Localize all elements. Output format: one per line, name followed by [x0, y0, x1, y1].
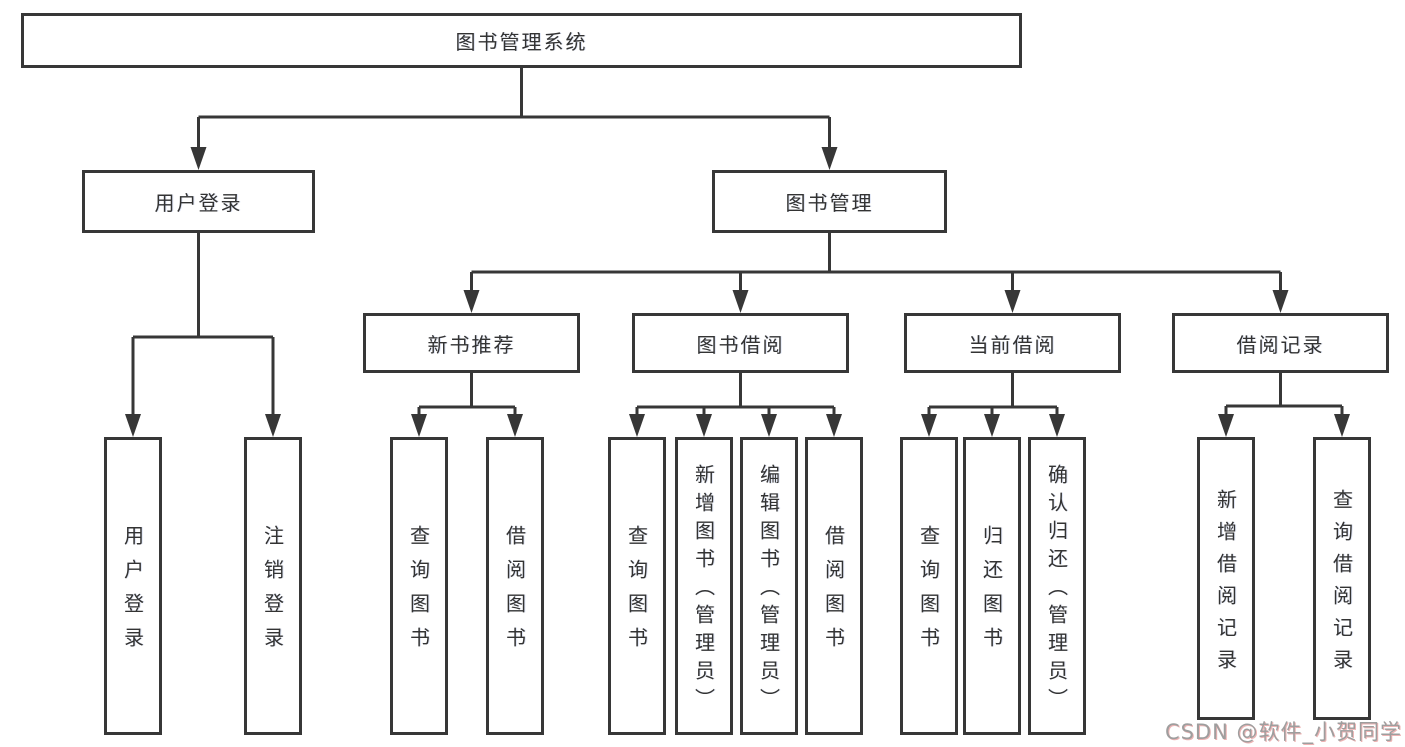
leaf-confirm-return-admin: 确认归还（管理员）: [1028, 437, 1086, 735]
connector-records-to-leaves: [1218, 373, 1350, 437]
connector-bookborrow-to-leaves: [629, 373, 842, 437]
leaf-query-books-recommend: 查询图书: [390, 437, 448, 735]
node-label: 用户登录: [154, 191, 243, 215]
leaf-edit-books-admin: 编辑图书（管理员）: [740, 437, 798, 735]
connector-currentborrow-to-leaves: [921, 373, 1065, 437]
node-borrowing-records: 借阅记录: [1172, 313, 1389, 373]
leaf-borrow-books-recommend: 借阅图书: [486, 437, 544, 735]
node-label: 新增图书（管理员）: [691, 464, 716, 716]
node-root: 图书管理系统: [21, 13, 1022, 68]
node-label: 编辑图书（管理员）: [756, 464, 781, 716]
node-label: 当前借阅: [968, 332, 1057, 357]
node-label: 查询图书: [916, 525, 941, 661]
leaf-logout: 注销登录: [244, 437, 302, 735]
node-label: 归还图书: [979, 525, 1004, 661]
connector-newbook-to-leaves: [411, 373, 523, 437]
leaf-borrow-books-borrowing: 借阅图书: [805, 437, 863, 735]
leaf-add-books-admin: 新增图书（管理员）: [675, 437, 733, 735]
leaf-query-books-borrowing: 查询图书: [608, 437, 666, 735]
node-label: 新增借阅记录: [1213, 488, 1238, 681]
node-label: 查询图书: [624, 525, 649, 661]
node-label: 用户登录: [120, 525, 145, 661]
node-label: 查询借阅记录: [1329, 488, 1354, 681]
node-label: 借阅记录: [1236, 332, 1325, 357]
node-label: 新书推荐: [427, 332, 516, 357]
node-label: 借阅图书: [821, 525, 846, 661]
node-label: 图书管理: [785, 191, 874, 215]
leaf-query-books-current: 查询图书: [900, 437, 958, 735]
node-label: 注销登录: [260, 525, 285, 661]
connector-bookmgmt-to-level3: [463, 233, 1289, 313]
leaf-add-borrow-record: 新增借阅记录: [1197, 437, 1255, 720]
csdn-watermark: CSDN @软件_小贺同学: [1164, 720, 1402, 744]
leaf-user-login: 用户登录: [104, 437, 162, 735]
node-book-borrowing: 图书借阅: [632, 313, 849, 373]
connector-root-to-level2: [190, 68, 838, 170]
leaf-return-books: 归还图书: [963, 437, 1021, 735]
node-current-borrowing: 当前借阅: [904, 313, 1121, 373]
node-label: 图书管理系统: [455, 30, 588, 54]
node-user-login: 用户登录: [82, 170, 315, 233]
node-label: 图书借阅: [696, 332, 785, 357]
node-new-book-recommend: 新书推荐: [363, 313, 580, 373]
leaf-query-borrow-record: 查询借阅记录: [1313, 437, 1371, 720]
node-label: 确认归还（管理员）: [1044, 464, 1069, 716]
connector-userlogin-to-leaves: [125, 233, 281, 437]
node-label: 查询图书: [406, 525, 431, 661]
node-book-management: 图书管理: [712, 170, 947, 233]
node-label: 借阅图书: [502, 525, 527, 661]
